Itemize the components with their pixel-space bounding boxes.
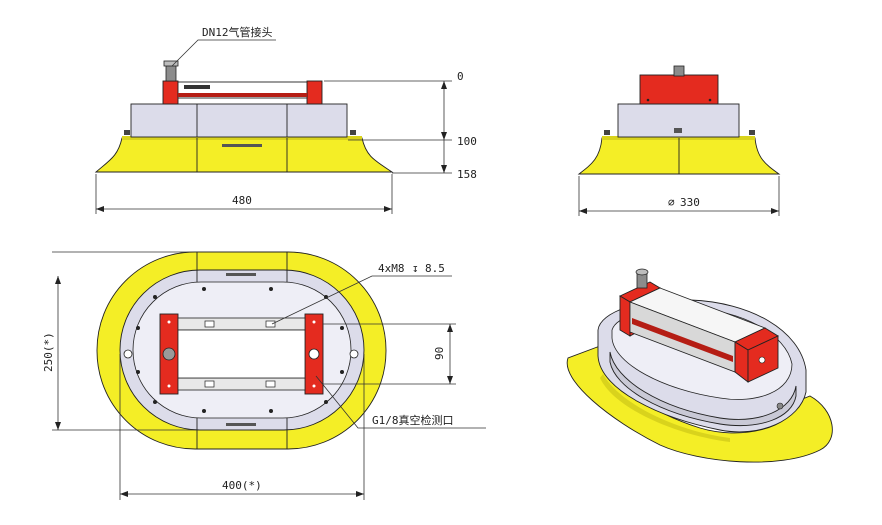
width-480-arrow-right	[384, 206, 392, 212]
width-400-arrow-right	[356, 491, 364, 497]
side-screw-left	[646, 98, 650, 102]
top-nameplate-bottom	[226, 423, 256, 426]
level-158-text: 158	[457, 168, 477, 181]
front-view: DN12气管接头 0 100 158 480	[94, 25, 477, 214]
top-rail-upper	[177, 317, 306, 331]
width-400-text: 400(*)	[222, 479, 262, 492]
side-view: ∅ 330	[577, 65, 781, 216]
thread-depth-symbol: ↧	[412, 262, 419, 275]
spacing-90-arrow-top	[447, 324, 453, 332]
width-480-text: 480	[232, 194, 252, 207]
top-center-opening	[177, 329, 306, 379]
front-nameplate	[222, 144, 262, 147]
top-vacuum-port	[308, 348, 320, 360]
front-rail-red-bar	[178, 93, 307, 97]
side-bolt-left	[604, 130, 610, 135]
air-fitting-label: DN12气管接头	[202, 25, 273, 39]
top-thread-holes	[204, 320, 276, 388]
dia-330-arrow-right	[771, 208, 779, 214]
thread-depth-text: 8.5	[425, 262, 445, 275]
isometric-view	[566, 268, 833, 463]
level-100-text: 100	[457, 135, 477, 148]
front-rail-label	[184, 85, 210, 89]
front-bolt-left	[124, 130, 130, 135]
dia-330-symbol: ∅	[668, 196, 675, 209]
level-158-arrow	[441, 165, 447, 173]
level-100-arrow	[441, 132, 447, 140]
top-view: 4xM8 ↧ 8.5 G1/8真空检测口 90 250(*) 400(*)	[42, 251, 486, 500]
top-side-bolt-right	[349, 349, 359, 359]
side-screw-right	[708, 98, 712, 102]
dia-330-arrow-left	[579, 208, 587, 214]
iso-side-bolt	[776, 402, 784, 410]
front-red-end-left	[162, 80, 179, 105]
front-air-fitting	[165, 64, 177, 82]
front-air-fitting-cap	[163, 60, 179, 67]
front-pad-rim	[122, 136, 362, 140]
top-red-screws	[167, 320, 316, 388]
iso-vacuum-port	[758, 356, 766, 364]
height-250-arrow-top	[55, 276, 61, 284]
iso-silver-side	[609, 351, 797, 426]
spacing-90-arrow-bottom	[447, 376, 453, 384]
top-perimeter-holes	[136, 287, 344, 413]
height-250-text: 250(*)	[42, 332, 55, 372]
width-480-arrow-left	[96, 206, 104, 212]
level-0-text: 0	[457, 70, 464, 83]
top-nameplate-top	[226, 273, 256, 276]
spacing-90-text: 90	[433, 347, 446, 360]
top-side-bolt-left	[123, 349, 133, 359]
vacuum-port-text: G1/8真空检测口	[372, 413, 454, 427]
thread-spec-text: 4xM8	[378, 262, 405, 275]
thread-leader	[271, 275, 452, 325]
width-400-arrow-left	[120, 491, 128, 497]
side-bolt-right	[749, 130, 755, 135]
side-air-fitting	[673, 65, 685, 77]
level-0-arrow	[441, 81, 447, 89]
top-rail-lower	[177, 377, 306, 391]
vacuum-port-leader	[315, 375, 486, 429]
side-red-block	[639, 74, 719, 105]
side-pad-rim	[602, 136, 755, 140]
front-silver-body	[130, 103, 348, 138]
air-fitting-leader	[171, 39, 276, 67]
iso-rail-red-strip	[632, 318, 733, 362]
top-air-fitting	[162, 347, 176, 361]
iso-air-fitting-cap	[635, 268, 649, 276]
front-red-end-right	[306, 80, 323, 105]
front-yellow-pad	[94, 137, 394, 173]
front-bolt-right	[350, 130, 356, 135]
iso-red-end-face-left	[619, 295, 631, 337]
dia-330-text: 330	[680, 196, 700, 209]
side-center-bolt	[674, 128, 682, 133]
height-250-arrow-bottom	[55, 422, 61, 430]
